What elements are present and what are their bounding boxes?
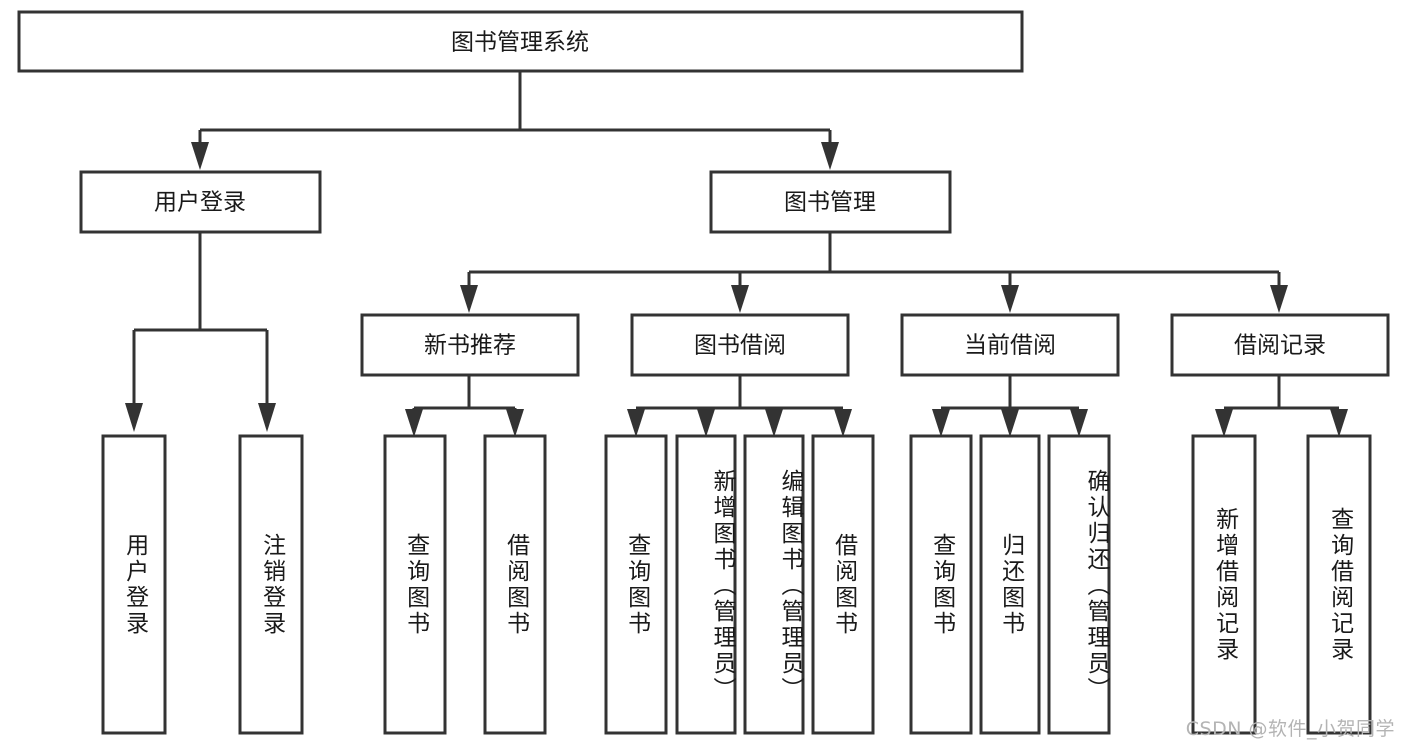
node-root-label: 图书管理系统 bbox=[451, 30, 589, 56]
leaf-box-new-book-1[interactable] bbox=[483, 434, 547, 735]
csdn-watermark: CSDN @软件_小贺同学 bbox=[1185, 718, 1395, 740]
node-book-borrow-box[interactable] bbox=[630, 313, 850, 377]
leaf-box-book-borrow-2[interactable] bbox=[743, 434, 805, 735]
node-user-login[interactable]: 用户登录 bbox=[79, 170, 322, 234]
connector-group-user-login bbox=[125, 232, 276, 432]
leaf-box-book-borrow-3[interactable] bbox=[811, 434, 875, 735]
leaf-box-new-book-0[interactable] bbox=[383, 434, 447, 735]
node-current-borrow[interactable]: 当前借阅 bbox=[900, 313, 1120, 377]
arrowhead-book-manage bbox=[821, 142, 839, 170]
connector-group-new-book bbox=[405, 375, 524, 437]
connector-group-current-borrow bbox=[932, 375, 1088, 437]
arrowhead-borrow-record-leaf2 bbox=[1330, 409, 1348, 437]
node-book-manage-label: 图书管理 bbox=[784, 190, 876, 216]
arrowhead-borrow-record-leaf1 bbox=[1215, 409, 1233, 437]
arrowhead-book-borrow-leaf2 bbox=[697, 409, 715, 437]
arrowhead-book-borrow-leaf4 bbox=[834, 409, 852, 437]
connector-group-book-borrow bbox=[627, 375, 852, 437]
node-borrow-record-box[interactable] bbox=[1170, 313, 1390, 377]
node-book-manage[interactable]: 图书管理 bbox=[709, 170, 952, 234]
arrowhead-current-borrow-leaf1 bbox=[932, 409, 950, 437]
arrowhead-user-login-leaf2 bbox=[258, 403, 276, 432]
arrowhead-book-borrow bbox=[731, 285, 749, 313]
node-borrow-record-label: 借阅记录 bbox=[1234, 333, 1326, 359]
connector-group-book-manage bbox=[460, 232, 1288, 313]
connector-group-root bbox=[191, 71, 839, 170]
node-borrow-record[interactable]: 借阅记录 bbox=[1170, 313, 1390, 377]
leaf-box-current-borrow-2[interactable] bbox=[1047, 434, 1111, 735]
node-user-login-label: 用户登录 bbox=[154, 190, 246, 216]
node-current-borrow-label: 当前借阅 bbox=[964, 333, 1056, 359]
node-new-book-recommend[interactable]: 新书推荐 bbox=[360, 313, 580, 377]
arrowhead-book-borrow-leaf1 bbox=[627, 409, 645, 437]
node-current-borrow-box[interactable] bbox=[900, 313, 1120, 377]
arrowhead-user-login-leaf1 bbox=[125, 403, 143, 432]
arrowhead-user-login bbox=[191, 142, 209, 170]
node-root-box[interactable] bbox=[17, 10, 1024, 73]
arrowhead-current-borrow bbox=[1001, 285, 1019, 313]
node-new-book-recommend-box[interactable] bbox=[360, 313, 580, 377]
node-root[interactable]: 图书管理系统 bbox=[17, 10, 1024, 73]
leaf-box-current-borrow-0[interactable] bbox=[909, 434, 973, 735]
leaf-box-user-login-1[interactable] bbox=[238, 434, 304, 735]
arrowhead-current-borrow-leaf3 bbox=[1070, 409, 1088, 437]
node-book-borrow[interactable]: 图书借阅 bbox=[630, 313, 850, 377]
arrowhead-borrow-record bbox=[1270, 285, 1288, 313]
connector-group-borrow-record bbox=[1215, 375, 1348, 437]
arrowhead-current-borrow-leaf2 bbox=[1001, 409, 1019, 437]
node-new-book-recommend-label: 新书推荐 bbox=[424, 333, 516, 359]
leaf-box-borrow-record-0[interactable] bbox=[1191, 434, 1257, 735]
leaf-box-current-borrow-1[interactable] bbox=[979, 434, 1041, 735]
arrowhead-new-book bbox=[460, 285, 478, 313]
node-book-manage-box[interactable] bbox=[709, 170, 952, 234]
arrowhead-new-book-leaf2 bbox=[506, 409, 524, 437]
arrowhead-book-borrow-leaf3 bbox=[765, 409, 783, 437]
node-user-login-box[interactable] bbox=[79, 170, 322, 234]
leaf-box-book-borrow-1[interactable] bbox=[675, 434, 737, 735]
leaf-box-user-login-0[interactable] bbox=[101, 434, 167, 735]
leaf-box-borrow-record-1[interactable] bbox=[1306, 434, 1372, 735]
arrowhead-new-book-leaf1 bbox=[405, 409, 423, 437]
leaf-box-book-borrow-0[interactable] bbox=[604, 434, 668, 735]
node-book-borrow-label: 图书借阅 bbox=[694, 333, 786, 359]
